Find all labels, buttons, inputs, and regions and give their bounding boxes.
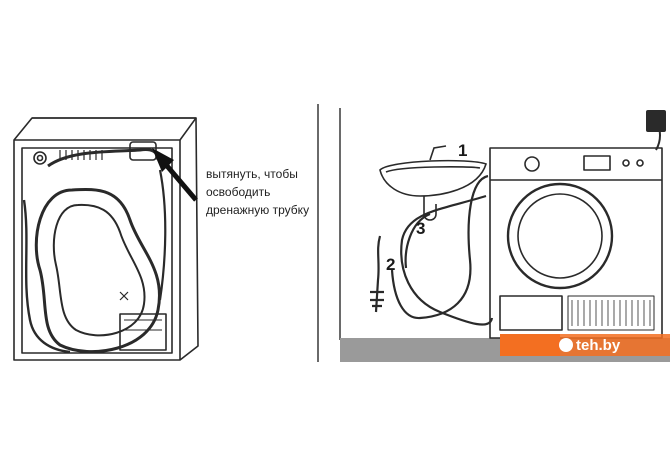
dryer-machine: [489, 147, 663, 339]
annotation-line-2: освободить: [206, 185, 270, 199]
label-2: 2: [386, 255, 395, 274]
annotation-line-1: вытянуть, чтобы: [206, 167, 298, 181]
drain-hoses: [370, 174, 494, 326]
arrow-icon: [152, 148, 198, 202]
label-3: 3: [416, 219, 425, 238]
machine-rear-view: [13, 117, 199, 361]
power-plug-icon: [646, 110, 666, 151]
label-1: 1: [458, 141, 467, 160]
annotation-line-3: дренажную трубку: [206, 203, 309, 217]
watermark: teh.by: [500, 334, 670, 356]
annotation-text: вытянуть, чтобы освободить дренажную тру…: [206, 167, 309, 217]
watermark-text: teh.by: [576, 337, 621, 354]
